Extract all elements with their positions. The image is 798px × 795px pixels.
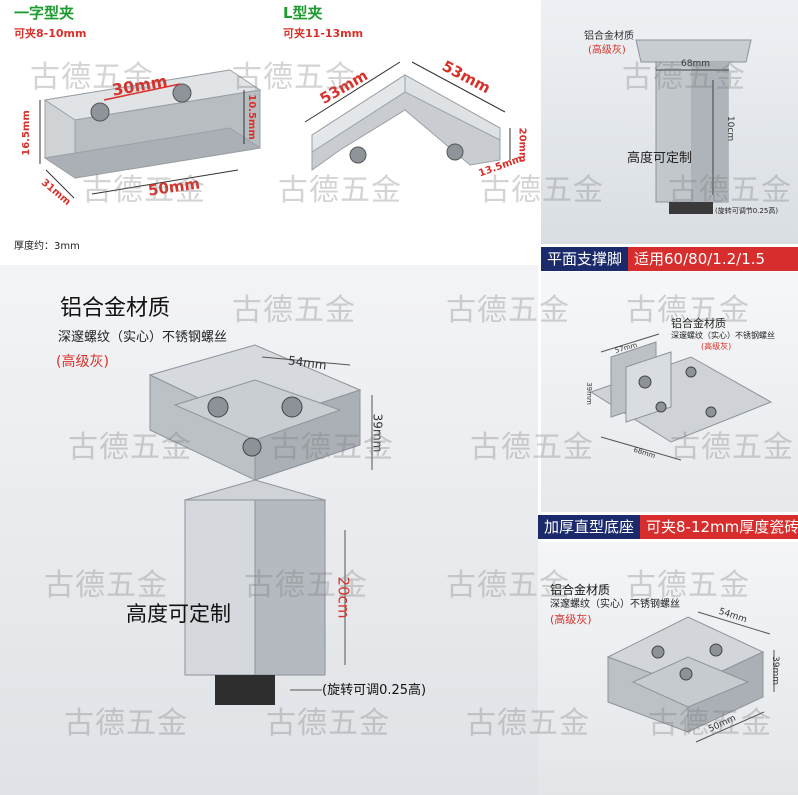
thread-label: 深邃螺纹（实心）不锈钢螺丝 bbox=[671, 331, 775, 340]
watermark: 古德五金 bbox=[668, 173, 792, 208]
thread-label: 深邃螺纹（实心）不锈钢螺丝 bbox=[58, 330, 228, 345]
dim-label: 10.5mm bbox=[245, 94, 257, 140]
watermark: 古德五金 bbox=[44, 568, 168, 603]
watermark: 古德五金 bbox=[266, 706, 390, 741]
bar-label-left: 平面支撑脚 bbox=[541, 247, 629, 271]
dim-label: 10cm bbox=[725, 115, 736, 142]
straight-base-panel: 铝合金材质 深邃螺纹（实心）不锈钢螺丝 (高级灰) 57mm 39mm 68mm bbox=[541, 272, 798, 512]
bar-label-left: 加厚直型底座 bbox=[538, 515, 641, 539]
material-label: 铝合金材质 bbox=[550, 583, 611, 597]
main-leg-panel: 铝合金材质 深邃螺纹（实心）不锈钢螺丝 (高级灰) 54mm 39mm 20cm… bbox=[0, 265, 538, 795]
watermark: 古德五金 bbox=[68, 430, 192, 465]
watermark: 古德五金 bbox=[82, 173, 206, 208]
corner-bracket-panel: 铝合金材质 深邃螺纹（实心）不锈钢螺丝 (高级灰) 54mm 39mm 50mm bbox=[538, 542, 798, 795]
straight-base-illustration bbox=[589, 333, 773, 461]
dim-label: 39mm bbox=[770, 656, 780, 685]
watermark: 古德五金 bbox=[244, 568, 368, 603]
height-custom-label: 高度可定制 bbox=[627, 151, 693, 166]
watermark: 古德五金 bbox=[446, 568, 570, 603]
main-leg-illustration bbox=[148, 344, 373, 705]
title-l-clamp: L型夹 bbox=[283, 4, 323, 22]
small-leg-illustration bbox=[635, 39, 752, 214]
watermark: 古德五金 bbox=[270, 430, 394, 465]
watermark: 古德五金 bbox=[670, 430, 794, 465]
feature-bar-thick-base: 加厚直型底座 可夹8-12mm厚度瓷砖 bbox=[538, 515, 798, 539]
grade-label: (高级灰) bbox=[701, 342, 732, 351]
height-custom-label: 高度可定制 bbox=[126, 602, 231, 626]
bar-label-right: 适用60/80/1.2/1.5 bbox=[628, 247, 798, 271]
grade-label: (高级灰) bbox=[588, 45, 626, 56]
watermark: 古德五金 bbox=[64, 706, 188, 741]
watermark: 古德五金 bbox=[466, 706, 590, 741]
watermark: 古德五金 bbox=[232, 60, 356, 95]
watermark: 古德五金 bbox=[30, 60, 154, 95]
watermark: 古德五金 bbox=[232, 293, 356, 328]
watermark: 古德五金 bbox=[470, 430, 594, 465]
sub-straight-clamp: 可夹8-10mm bbox=[14, 27, 87, 40]
material-label: 铝合金材质 bbox=[671, 317, 726, 330]
sub-l-clamp: 可夹11-13mm bbox=[283, 27, 364, 40]
rotate-note: (旋转可调节0.25高) bbox=[715, 207, 779, 215]
clamp-illustration bbox=[39, 61, 511, 199]
watermark: 古德五金 bbox=[626, 568, 750, 603]
material-label: 铝合金材质 bbox=[584, 31, 634, 42]
thickness-note: 厚度约：3mm bbox=[14, 241, 80, 252]
dim-label: 68mm bbox=[681, 59, 710, 69]
watermark: 古德五金 bbox=[626, 293, 750, 328]
rotate-note: (旋转可调0.25高) bbox=[322, 683, 427, 698]
bar-label-right: 可夹8-12mm厚度瓷砖 bbox=[640, 515, 798, 539]
watermark: 古德五金 bbox=[446, 293, 570, 328]
watermark: 古德五金 bbox=[648, 706, 772, 741]
feature-bar-flat-foot: 平面支撑脚 适用60/80/1.2/1.5 bbox=[541, 247, 798, 271]
watermark: 古德五金 bbox=[622, 60, 746, 95]
watermark: 古德五金 bbox=[278, 173, 402, 208]
small-leg-panel: 铝合金材质 (高级灰) 68mm 10cm 高度可定制 (旋转可调节0.25高) bbox=[541, 0, 798, 244]
corner-bracket-illustration bbox=[606, 611, 775, 743]
dim-label: 16.5mm bbox=[20, 110, 32, 156]
material-label: 铝合金材质 bbox=[60, 296, 171, 321]
watermark: 古德五金 bbox=[480, 173, 604, 208]
grade-label: (高级灰) bbox=[550, 613, 592, 626]
thread-label: 深邃螺纹（实心）不锈钢螺丝 bbox=[550, 599, 680, 610]
title-straight-clamp: 一字型夹 bbox=[14, 4, 75, 22]
dim-label: 39mm bbox=[584, 382, 593, 405]
clamp-panel: 一字型夹 可夹8-10mm L型夹 可夹11-13mm 30mm 10.5mm … bbox=[0, 0, 538, 262]
grade-label: (高级灰) bbox=[56, 354, 109, 370]
